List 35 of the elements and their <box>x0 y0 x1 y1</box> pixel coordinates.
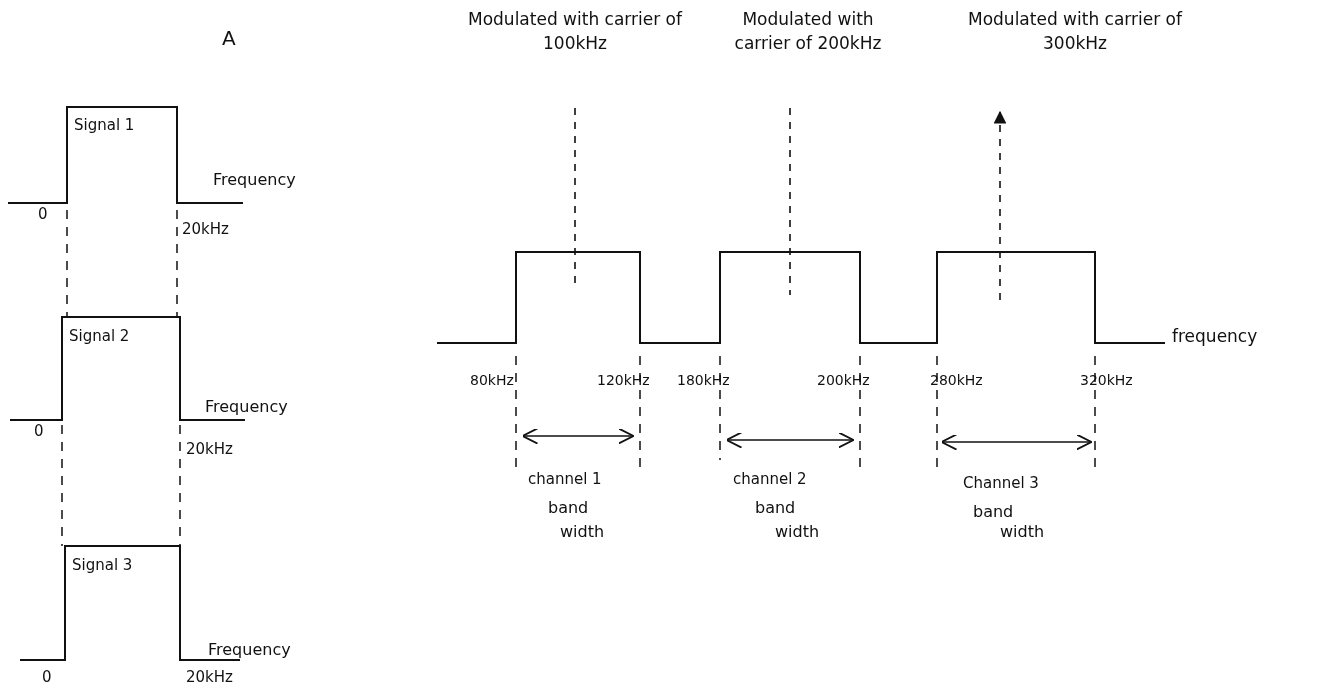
signal-label: Signal 3 <box>72 556 133 574</box>
tick-label: 320kHz <box>1080 372 1133 389</box>
carrier-note: Modulated with carrier of 300kHz <box>945 8 1205 112</box>
figure-label: A <box>222 26 236 50</box>
tick-label: 20kHz <box>186 668 233 686</box>
tick-label: 0 <box>34 422 44 440</box>
tick-label: 20kHz <box>186 440 233 458</box>
bandwidth-label: band <box>973 502 1014 522</box>
tick-label: 200kHz <box>817 372 870 389</box>
bandwidth-label: width <box>560 522 605 542</box>
tick-label: 0 <box>42 668 52 686</box>
carrier-note: Modulated with carrier of 200kHz <box>728 8 888 108</box>
leader-line <box>789 107 791 296</box>
channel-label: channel 2 <box>733 470 807 488</box>
bandwidth-label: band <box>755 498 796 518</box>
carrier-note: Modulated with carrier of 100kHz <box>450 8 700 108</box>
tick-label: 80kHz <box>470 372 514 389</box>
tick-label: 180kHz <box>677 372 730 389</box>
bandwidth-label: width <box>775 522 820 542</box>
leader-line <box>993 110 1007 301</box>
channel-label: Channel 3 <box>963 474 1039 492</box>
tick-label: 0 <box>38 205 48 223</box>
axis-label: Frequency <box>213 170 296 190</box>
tick-label: 280kHz <box>930 372 983 389</box>
axis-label: Frequency <box>208 640 291 660</box>
bandwidth-label: band <box>548 498 589 518</box>
signal-label: Signal 1 <box>74 116 135 134</box>
signal-label: Signal 2 <box>69 327 130 345</box>
bandwidth-label: width <box>1000 522 1045 542</box>
tick-label: 120kHz <box>597 372 650 389</box>
channel-label: channel 1 <box>528 470 602 488</box>
tick-label: 20kHz <box>182 220 229 238</box>
axis-label: frequency <box>1172 326 1258 347</box>
axis-label: Frequency <box>205 397 288 417</box>
leader-line <box>574 107 576 286</box>
